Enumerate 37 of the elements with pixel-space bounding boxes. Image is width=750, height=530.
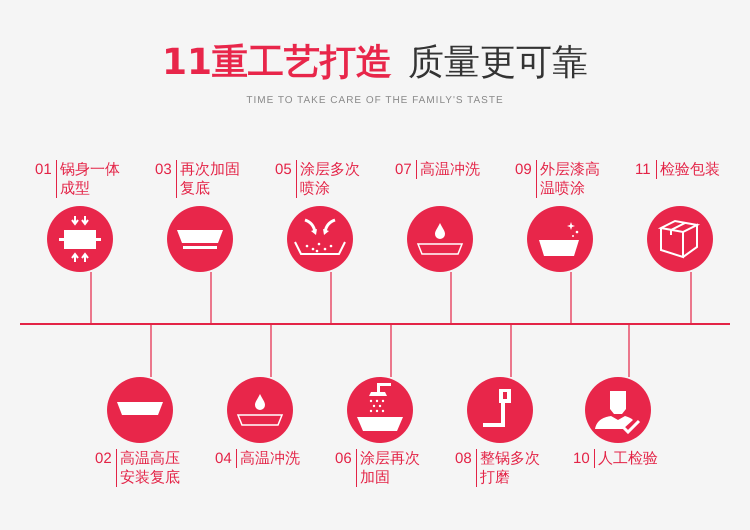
step-label: 人工检验 xyxy=(594,449,666,468)
connector-line xyxy=(330,272,332,323)
tagline: TIME TO TAKE CARE OF THE FAMILY'S TASTE xyxy=(245,95,505,106)
connector-line xyxy=(150,325,152,377)
connector-line xyxy=(510,325,512,377)
step-label: 高温冲洗 xyxy=(416,160,488,179)
connector-line xyxy=(450,272,452,323)
step-number: 04 xyxy=(215,449,232,468)
step-number: 07 xyxy=(395,160,412,179)
step-label: 高温高压安装复底 xyxy=(116,449,188,487)
step-label: 再次加固复底 xyxy=(176,160,248,198)
step-number: 06 xyxy=(335,449,352,468)
step-number: 03 xyxy=(155,160,172,179)
step-number: 10 xyxy=(573,449,590,468)
timeline xyxy=(20,323,730,325)
connector-line xyxy=(628,325,630,377)
step-number: 05 xyxy=(275,160,292,179)
step-label: 涂层多次喷涂 xyxy=(296,160,368,198)
title: 11重工艺打造 xyxy=(162,42,392,83)
connector-line xyxy=(570,272,572,323)
step-number: 02 xyxy=(95,449,112,468)
step-label: 外层漆高温喷涂 xyxy=(536,160,608,198)
step-number: 08 xyxy=(455,449,472,468)
connector-line xyxy=(90,272,92,323)
step-label: 检验包装 xyxy=(656,160,728,179)
step-label: 整锅多次打磨 xyxy=(476,449,548,487)
step-label: 锅身一体成型 xyxy=(56,160,128,198)
step-number: 11 xyxy=(635,160,651,179)
step-number: 09 xyxy=(515,160,532,179)
connector-line xyxy=(690,272,692,323)
connector-line xyxy=(270,325,272,377)
connector-line xyxy=(390,325,392,377)
step-label: 涂层再次加固 xyxy=(356,449,428,487)
step-label: 高温冲洗 xyxy=(236,449,308,468)
step-number: 01 xyxy=(35,160,52,179)
connector-line xyxy=(210,272,212,323)
subtitle: 质量更可靠 xyxy=(408,42,588,83)
